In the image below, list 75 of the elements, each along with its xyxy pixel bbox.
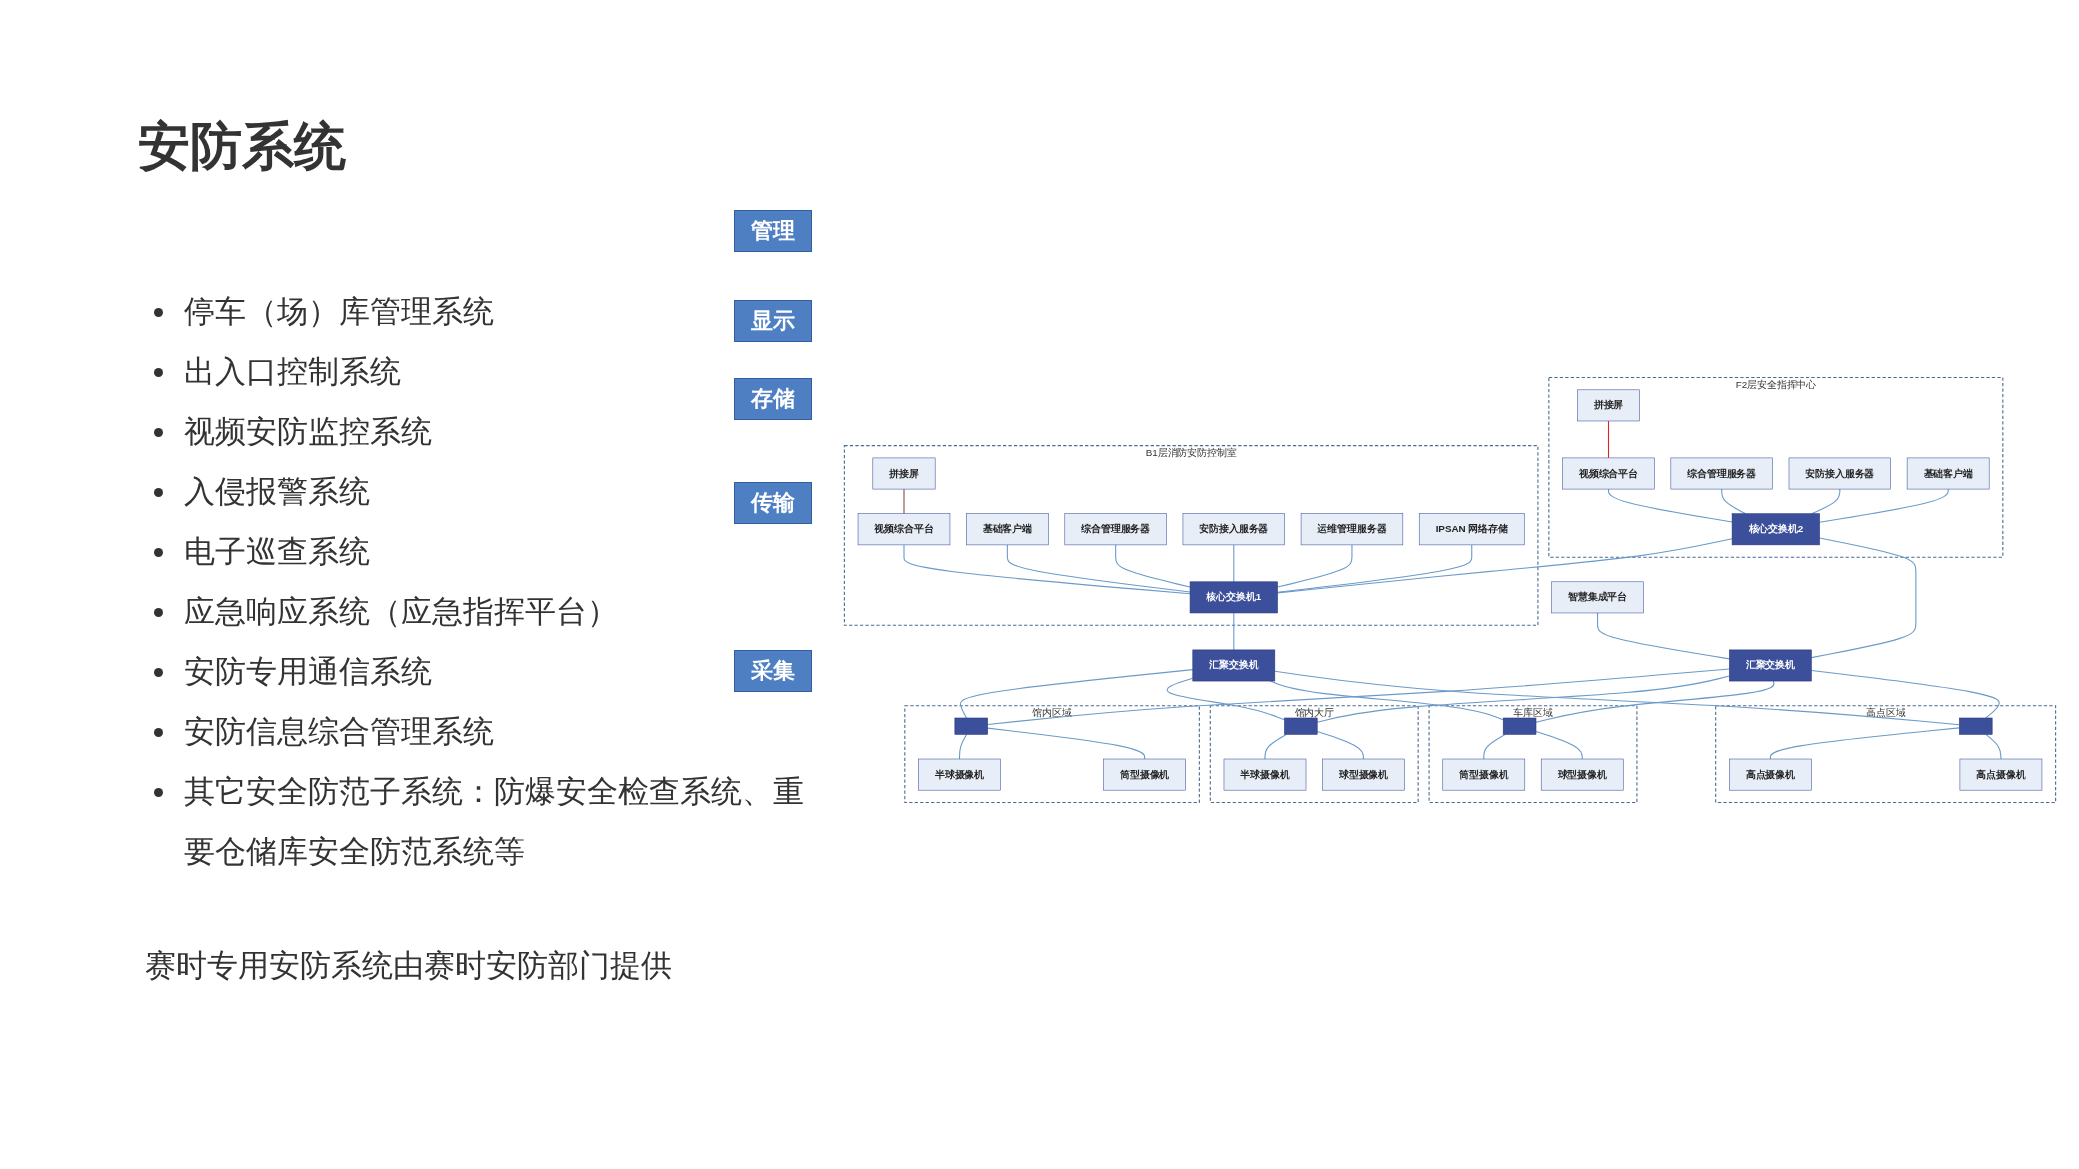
connector — [1535, 731, 1583, 760]
connector — [1810, 537, 1917, 659]
layer-tag: 存储 — [734, 378, 812, 420]
connector — [1316, 731, 1364, 760]
node-box: 拼接屏 — [872, 457, 936, 490]
connector — [1316, 675, 1730, 723]
node-box: 球型摄像机 — [1540, 758, 1624, 791]
node-box — [1959, 717, 1993, 735]
bullet-text: 入侵报警系统 — [184, 474, 370, 509]
node-box: 汇聚交换机 — [1192, 649, 1276, 682]
connector — [1277, 544, 1353, 588]
bullet-text: 安防专用通信系统 — [184, 654, 432, 689]
connector — [1811, 488, 1841, 515]
footnote-text: 赛时专用安防系统由赛时安防部门提供 — [145, 947, 672, 985]
connector — [1115, 544, 1191, 588]
node-box: 半球摄像机 — [918, 758, 1001, 791]
node-box: 运维管理服务器 — [1300, 513, 1404, 546]
node-box: 核心交换机1 — [1189, 581, 1278, 614]
connector — [1233, 544, 1235, 583]
bullet-text: 其它安全防范子系统：防爆安全检查系统、重要仓储库安全防范系统等 — [184, 774, 804, 869]
connector — [1819, 488, 1949, 523]
connector — [903, 488, 905, 515]
node-box: IPSAN 网络存储 — [1418, 513, 1525, 546]
slide-title: 安防系统 — [138, 116, 346, 177]
connector — [1006, 544, 1191, 593]
connector — [903, 544, 1191, 595]
node-box: 视频综合平台 — [1562, 457, 1655, 490]
layer-tag: 管理 — [734, 210, 812, 252]
layer-tag: 传输 — [734, 482, 812, 524]
node-box: 球型摄像机 — [1322, 758, 1405, 791]
connector — [987, 668, 1730, 725]
node-box — [1284, 717, 1318, 735]
connector — [1607, 488, 1733, 523]
connector — [987, 727, 1146, 760]
connector — [1769, 727, 1960, 760]
node-box: 半球摄像机 — [1223, 758, 1307, 791]
connector — [1985, 733, 2002, 760]
connector — [1277, 544, 1473, 593]
connector — [1535, 680, 1775, 723]
node-box: 综合管理服务器 — [1670, 457, 1773, 490]
node-box — [1502, 717, 1537, 735]
node-box: 基础客户端 — [966, 513, 1049, 546]
node-box: 高点摄像机 — [1729, 758, 1812, 791]
node-box: 高点摄像机 — [1959, 758, 2043, 791]
node-box: 基础客户端 — [1906, 457, 1990, 490]
layer-tag: 采集 — [734, 650, 812, 692]
bullet-text: 视频安防监控系统 — [184, 414, 432, 449]
connector — [958, 733, 968, 760]
connector — [1274, 670, 1960, 726]
connector — [1233, 612, 1235, 651]
connector — [1597, 612, 1730, 660]
connector — [1264, 733, 1288, 760]
node-box: 安防接入服务器 — [1182, 513, 1285, 546]
node-box: 筒型摄像机 — [1103, 758, 1186, 791]
bullet-text: 停车（场）库管理系统 — [184, 294, 494, 329]
connector — [1607, 420, 1610, 459]
node-box — [954, 717, 988, 735]
layer-tag: 显示 — [734, 300, 812, 342]
node-box: 汇聚交换机 — [1729, 649, 1812, 682]
connector — [1166, 677, 1285, 721]
bullet-text: 出入口控制系统 — [184, 354, 401, 389]
connector — [1483, 733, 1506, 760]
connector — [959, 669, 1194, 719]
node-box: 智慧集成平台 — [1551, 581, 1644, 614]
connector — [1810, 669, 2000, 719]
bullet-text: 安防信息综合管理系统 — [184, 714, 494, 749]
connector — [1277, 538, 1733, 594]
node-box: 筒型摄像机 — [1442, 758, 1526, 791]
node-box: 视频综合平台 — [857, 513, 951, 546]
node-box: 核心交换机2 — [1731, 513, 1820, 546]
node-box: 安防接入服务器 — [1788, 457, 1891, 490]
bullet-text: 应急响应系统（应急指挥平台） — [184, 594, 618, 629]
bullet-text: 电子巡查系统 — [184, 534, 370, 569]
node-box: 拼接屏 — [1577, 389, 1640, 422]
node-box: 综合管理服务器 — [1064, 513, 1167, 546]
